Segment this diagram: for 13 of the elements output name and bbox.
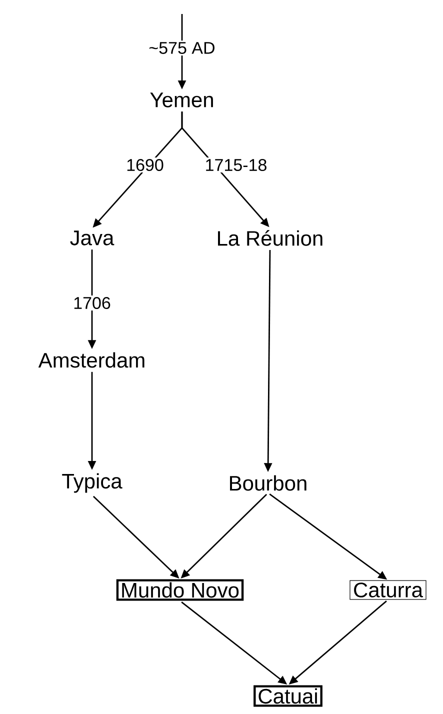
variety-box: Caturra [350,580,426,600]
variety-box: Mundo Novo [116,579,244,601]
place-name: Typica [62,473,122,493]
edge-label: 1690 [124,158,166,173]
place-name: La Réunion [218,230,322,246]
place-name: Amsterdam [38,352,144,368]
edge-label: ~575 AD [147,40,217,56]
variety-box: Catuai [254,685,322,707]
edge-label: 1706 [72,295,112,311]
place-name: Bourbon [230,475,306,491]
place-name: Java [70,230,114,246]
edge-label: 1715-18 [203,158,269,173]
place-name: Yemen [150,92,213,108]
